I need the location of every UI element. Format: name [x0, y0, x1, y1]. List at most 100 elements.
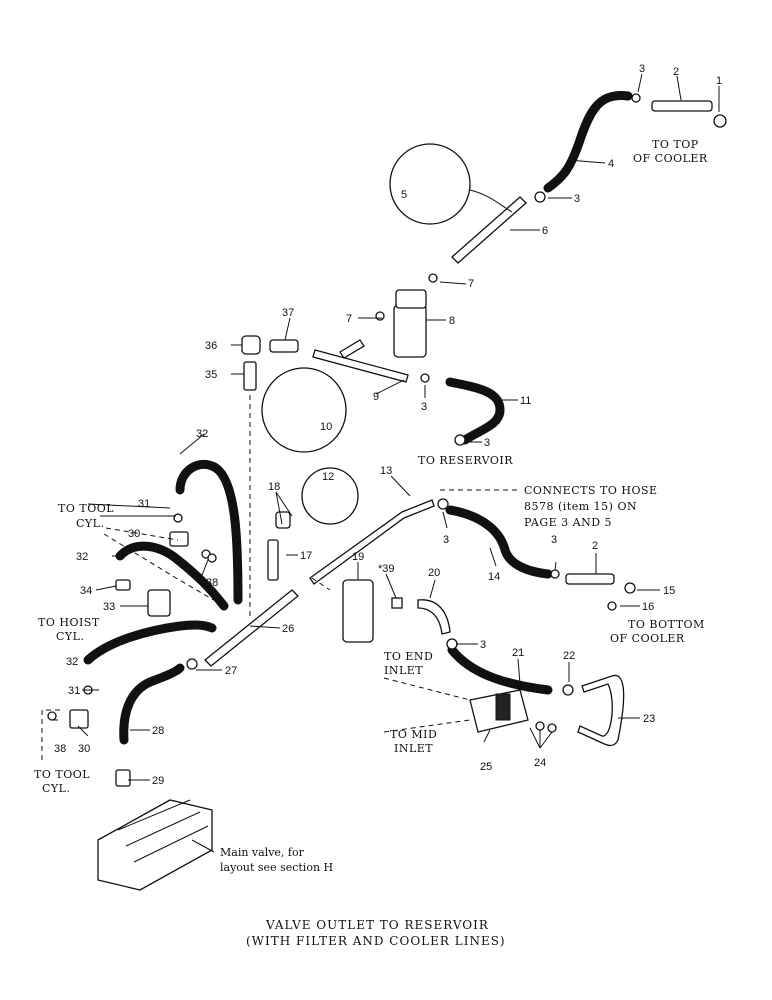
callout-38: 38 [206, 577, 218, 589]
fitting-29 [115, 769, 131, 787]
elbow-36 [241, 335, 261, 355]
callout-6: 6 [542, 225, 548, 237]
hose-32-mid [115, 541, 229, 611]
note-to-tool-cyl-bottom: TO TOOL [34, 768, 90, 781]
callout-17: 17 [300, 550, 312, 562]
elbow-20 [417, 599, 451, 635]
hose-14 [445, 505, 553, 579]
caption-line-1: VALVE OUTLET TO RESERVOIR [265, 918, 489, 932]
note-connects-2: 8578 (item 15) ON [524, 500, 637, 513]
clamp-3-top [631, 93, 641, 103]
callout-2: 2 [592, 540, 598, 552]
callout-34: 34 [80, 585, 92, 597]
callout-2: 2 [673, 66, 679, 78]
notes: TO TOP OF COOLER TO RESERVOIR CONNECTS T… [34, 138, 708, 874]
filter-8-head [395, 289, 427, 309]
note-to-mid-inlet-2: INLET [394, 742, 433, 755]
callout-20: 20 [428, 567, 440, 579]
callout-21: 21 [512, 647, 524, 659]
callout-30: 30 [128, 528, 140, 540]
callout-3: 3 [639, 63, 645, 75]
main-valve [97, 799, 213, 891]
callout-3: 3 [443, 534, 449, 546]
caption: VALVE OUTLET TO RESERVOIR (WITH FILTER A… [246, 918, 506, 948]
note-main-valve-2: layout see section H [220, 861, 333, 874]
callout-3: 3 [421, 401, 427, 413]
note-to-hoist-cyl-2: CYL. [56, 630, 84, 643]
callout-32: 32 [196, 428, 208, 440]
callout-36: 36 [205, 340, 217, 352]
tube-6 [451, 196, 527, 264]
elbow-1 [713, 114, 727, 128]
detail-12-circle [301, 467, 359, 525]
detail-5-circle [389, 143, 471, 225]
clamp-3-mid [534, 191, 546, 203]
callout-30: 30 [78, 743, 90, 755]
callout-7: 7 [468, 278, 474, 290]
tee-30-bottom [69, 709, 89, 729]
hose-4 [543, 90, 633, 193]
callout-3: 3 [480, 639, 486, 651]
callout-11: 11 [520, 395, 531, 407]
tube-2-top [651, 100, 713, 112]
callout-38: 38 [54, 743, 66, 755]
callout-5: 5 [401, 189, 407, 201]
callout-14: 14 [488, 571, 500, 583]
dashed-routes [41, 489, 520, 760]
callout-7: 7 [346, 313, 352, 325]
callout-35: 35 [205, 369, 217, 381]
hose-32-top [175, 459, 243, 605]
hose-11 [445, 377, 505, 445]
callout-31: 31 [68, 685, 80, 697]
note-to-bottom-of-cooler-2: OF COOLER [610, 632, 685, 645]
callout-13: 13 [380, 465, 392, 477]
callout-15: 15 [663, 585, 675, 597]
callout-23: 23 [643, 713, 655, 725]
detail-10-circle [261, 367, 347, 453]
fitting-35 [243, 361, 257, 391]
leader-lines [52, 73, 720, 853]
callout-3: 3 [551, 534, 557, 546]
callout-37: 37 [282, 307, 294, 319]
tube-2-lower [565, 573, 615, 585]
caption-line-2: (WITH FILTER AND COOLER LINES) [246, 934, 506, 948]
callout-9: 9 [373, 391, 379, 403]
hose-32-lower [83, 620, 217, 665]
callout-22: 22 [563, 650, 575, 662]
callout-12: 12 [322, 471, 334, 483]
callout-1: 1 [716, 75, 722, 87]
callout-32: 32 [66, 656, 78, 668]
note-to-top-of-cooler: TO TOP [652, 138, 699, 151]
filter-19 [342, 579, 374, 643]
note-to-tool-cyl-top: TO TOOL [58, 502, 114, 515]
note-to-reservoir: TO RESERVOIR [418, 454, 513, 467]
note-to-tool-cyl-top-2: CYL. [76, 517, 104, 530]
tube-9 [312, 349, 409, 383]
callout-27: 27 [225, 665, 237, 677]
callout-31: 31 [138, 498, 150, 510]
note-to-bottom-of-cooler: TO BOTTOM [628, 618, 705, 631]
pipe-26 [204, 589, 299, 667]
note-to-end-inlet-2: INLET [384, 664, 423, 677]
note-to-hoist-cyl: TO HOIST [38, 616, 100, 629]
callout-19: 19 [352, 551, 364, 563]
hose-28 [119, 663, 185, 745]
callout-26: 26 [282, 623, 294, 635]
valve-33 [147, 589, 171, 617]
callout-28: 28 [152, 725, 164, 737]
callout-33: 33 [103, 601, 115, 613]
callouts: 1 2 3 4 3 5 6 7 7 8 37 36 35 9 3 11 10 3… [54, 63, 722, 787]
callout-39: *39 [378, 563, 395, 575]
note-to-tool-cyl-bottom-2: CYL. [42, 782, 70, 795]
elbow-18 [275, 511, 291, 529]
callout-4: 4 [608, 158, 614, 170]
note-to-top-of-cooler-2: OF COOLER [633, 152, 708, 165]
callout-32: 32 [76, 551, 88, 563]
callout-18: 18 [268, 481, 280, 493]
note-to-end-inlet: TO END [384, 650, 433, 663]
callout-29: 29 [152, 775, 164, 787]
callout-16: 16 [642, 601, 654, 613]
fitting-17 [267, 539, 279, 581]
hose-21 [447, 645, 553, 695]
